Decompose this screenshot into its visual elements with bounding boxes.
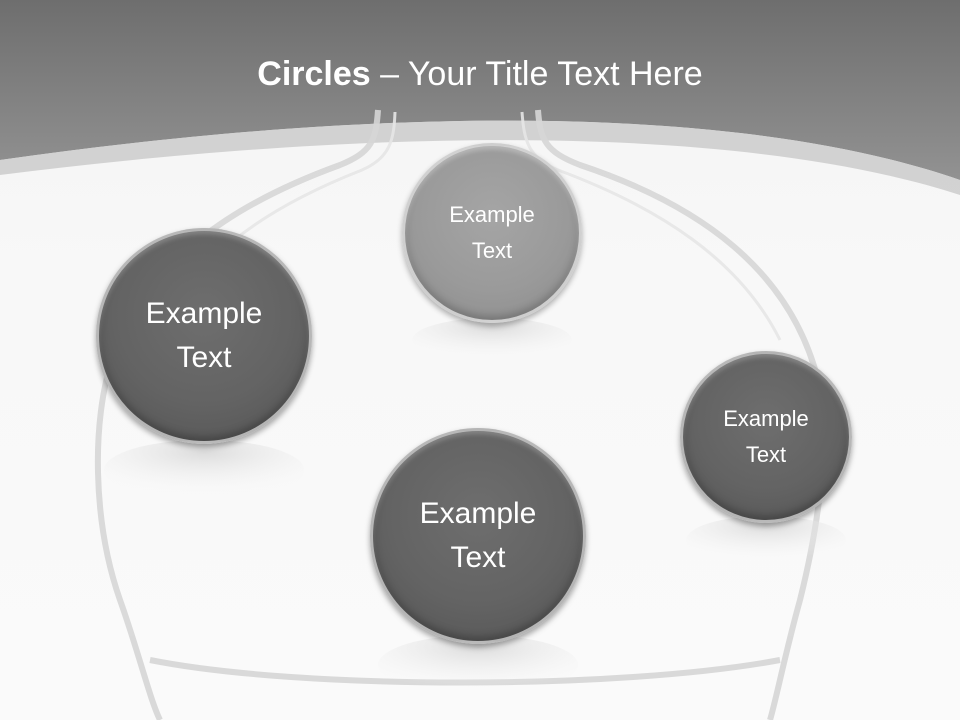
circle-top: Example Text [402, 143, 582, 323]
circle-text-line1: Example [723, 406, 809, 431]
circle-text-line1: Example [449, 202, 535, 227]
circle-text-line1: Example [145, 297, 263, 330]
title-rest: – Your Title Text Here [370, 55, 703, 93]
circle-left: Example Text [96, 228, 312, 444]
circle-text-line2: Text [471, 238, 513, 263]
circle-text-line1: Example [419, 497, 537, 530]
circle-bottom: Example Text [370, 428, 586, 644]
circle-right: Example Text [680, 351, 852, 523]
page-title: Circles – Your Title Text Here [0, 52, 960, 96]
circle-text-line2: Text [450, 541, 506, 574]
circle-text-line2: Text [745, 442, 787, 467]
title-bold: Circles [257, 55, 371, 93]
circle-text-line2: Text [176, 341, 232, 374]
